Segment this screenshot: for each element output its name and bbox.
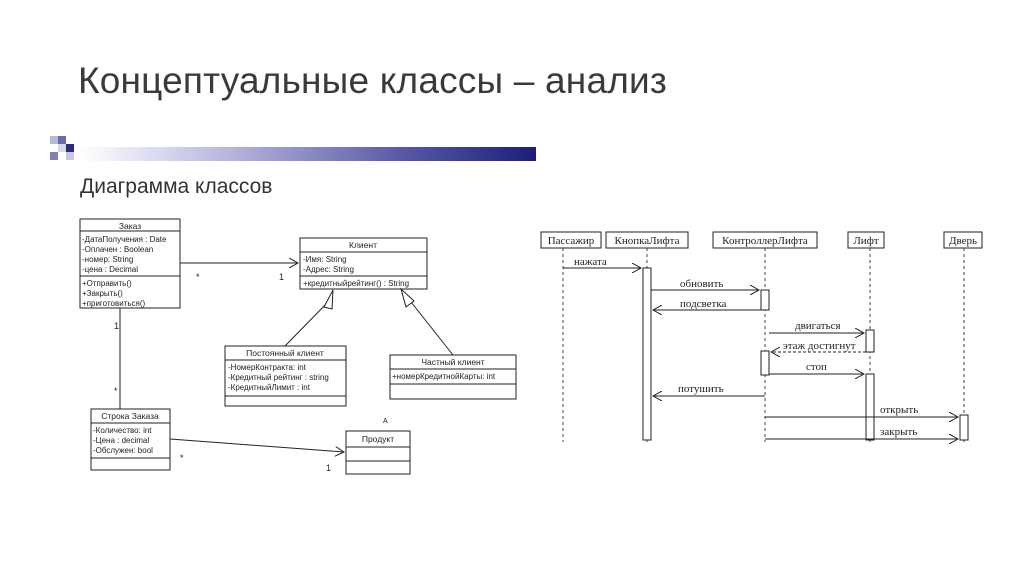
message-label: нажата <box>574 256 607 268</box>
message-label: стоп <box>806 361 827 373</box>
decorative-squares <box>50 136 100 166</box>
decorative-gradient-bar <box>80 147 536 161</box>
mult-line-product-product: 1 <box>326 463 331 473</box>
message-label: закрыть <box>880 426 917 438</box>
class-order-op: +приготовиться() <box>82 299 146 308</box>
lifeline-label: КонтроллерЛифта <box>722 235 808 247</box>
class-client: Клиент -Имя: String -Адрес: String +кред… <box>299 237 428 290</box>
message-label: двигаться <box>795 320 841 332</box>
lifeline-label: Дверь <box>949 235 977 247</box>
class-order-attr: -ДатаПолучения : Date <box>82 235 167 244</box>
class-order-op: +Отправить() <box>82 279 132 288</box>
slide-title: Концептуальные классы – анализ <box>78 60 668 101</box>
mult-line-product-line: * <box>180 453 184 463</box>
message-label: потушить <box>678 383 724 395</box>
lifeline-label: КнопкаЛифта <box>615 235 680 247</box>
generalization-regular-client <box>284 289 334 347</box>
class-regular-client-attr: -Кредитный рейтинг : string <box>228 373 329 382</box>
class-order-line-attr: -Обслужен: bool <box>93 446 153 455</box>
class-order-line: Строка Заказа -Количество: int -Цена : d… <box>90 408 171 471</box>
lifeline-label: Пассажир <box>548 235 595 247</box>
class-private-client: Частный клиент +номерКредитнойКарты: int <box>389 354 517 400</box>
lifeline-head <box>847 231 885 249</box>
message-label: открыть <box>880 404 918 416</box>
class-regular-client-name: Постоянный клиент <box>246 348 324 358</box>
class-private-client-name: Частный клиент <box>421 357 484 367</box>
class-order-line-attr: -Количество: int <box>93 426 152 435</box>
generalization-private-client <box>400 287 454 356</box>
class-private-client-attr: +номерКредитнойКарты: int <box>392 372 496 381</box>
message-label: обновить <box>680 278 723 290</box>
lifeline-head <box>540 231 602 249</box>
class-order-line-attr: -Цена : decimal <box>93 436 149 445</box>
diagram-subtitle: Диаграмма классов <box>80 175 273 198</box>
message-label: подсветка <box>680 298 727 310</box>
mult-order-line-order: 1 <box>114 321 119 331</box>
lifeline-label: Лифт <box>853 235 878 247</box>
class-regular-client: Постоянный клиент -НомерКонтракта: int -… <box>224 345 347 407</box>
class-order-attr: -Оплачен : Boolean <box>82 245 153 254</box>
class-client-op: +кредитныйрейтинг() : String <box>303 279 409 288</box>
class-regular-client-attr: -НомерКонтракта: int <box>228 363 307 372</box>
message-label: этаж достигнут <box>783 340 856 352</box>
class-product-name: Продукт <box>362 434 394 444</box>
class-product: Продукт <box>345 430 411 475</box>
class-order: Заказ -ДатаПолучения : Date -Оплачен : B… <box>79 218 181 309</box>
sequence-diagram: Пассажир КнопкаЛифта КонтроллерЛифта Лиф… <box>540 231 983 442</box>
class-order-line-name: Строка Заказа <box>101 411 159 421</box>
class-client-attr: -Имя: String <box>303 255 347 264</box>
mult-order-client-client: 1 <box>279 272 284 282</box>
class-client-attr: -Адрес: String <box>303 265 354 274</box>
class-order-op: +Закрыть() <box>82 289 123 298</box>
mult-order-line-line: * <box>114 386 118 396</box>
class-regular-client-attr: -КредитныйЛимит : int <box>228 383 311 392</box>
lifeline-head <box>943 231 983 249</box>
class-client-name: Клиент <box>349 240 377 250</box>
mult-order-client-order: * <box>196 272 200 282</box>
assoc-orderline-product <box>169 438 344 452</box>
product-marker: A <box>383 418 388 425</box>
class-order-name: Заказ <box>119 221 141 231</box>
class-order-attr: -номер: String <box>82 255 133 264</box>
class-order-attr: -цена : Decimal <box>82 265 138 274</box>
